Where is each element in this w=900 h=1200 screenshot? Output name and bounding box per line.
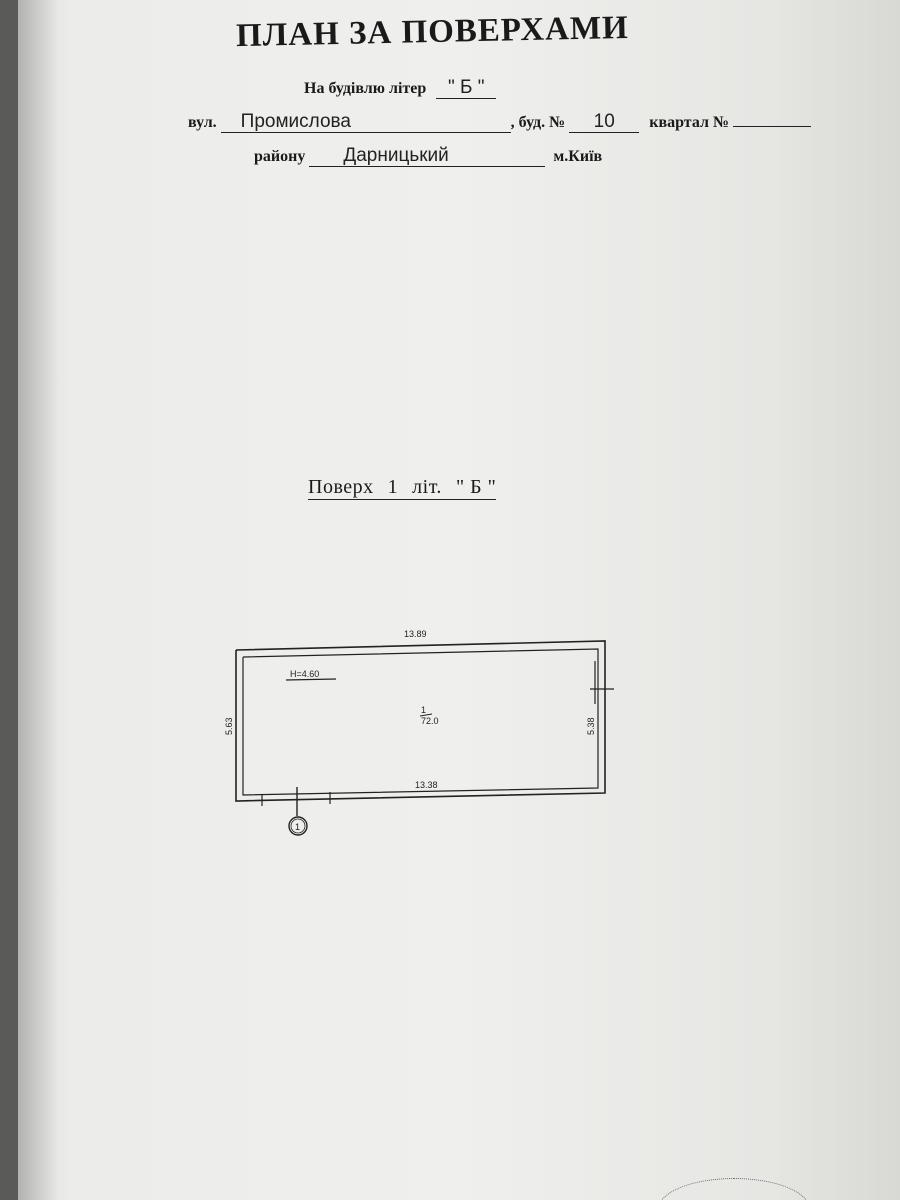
entrance-marker-circle <box>288 816 308 836</box>
right-width-label: 5.38 <box>586 717 596 735</box>
building-letter-field: " Б " <box>436 78 497 99</box>
floor-plan-drawing: 1 13.89 13.38 5.63 5.38 H=4.60 1 72.0 <box>224 629 614 836</box>
city-label: м.Київ <box>553 148 603 165</box>
ceiling-height-label: H=4.60 <box>290 669 319 679</box>
room-fraction-line <box>419 713 433 717</box>
floor-letter-label: літ. <box>412 476 442 498</box>
room-area-label: 72.0 <box>421 716 439 726</box>
floor-letter: " Б " <box>455 476 497 498</box>
bottom-length-label: 13.38 <box>415 780 438 790</box>
house-label: , буд. № <box>510 114 566 131</box>
left-width-label: 5.63 <box>224 717 234 735</box>
room-number-label: 1 <box>421 705 426 715</box>
quarter-label: квартал № <box>649 114 730 131</box>
inner-wall <box>242 648 599 796</box>
quarter-field <box>733 126 812 127</box>
outer-wall <box>235 640 606 802</box>
floor-heading: Поверх 1 літ. " Б " <box>308 476 497 500</box>
top-length-label: 13.89 <box>404 629 427 639</box>
house-number-field: 10 <box>569 112 640 133</box>
document-page: ПЛАН ЗА ПОВЕРХАМИ На будівлю літер " Б "… <box>18 0 900 1200</box>
floor-number: 1 <box>387 476 399 498</box>
building-label: На будівлю літер <box>304 80 427 97</box>
street-label: вул. <box>188 114 217 131</box>
entrance-marker-label: 1 <box>295 822 300 832</box>
ceiling-height-underline <box>285 678 337 681</box>
building-line: На будівлю літер " Б " <box>304 78 497 99</box>
entrance-marker-inner <box>290 818 306 834</box>
address-line: вул. Промислова, буд. № 10 квартал № <box>188 112 812 133</box>
street-field: Промислова <box>220 112 511 133</box>
district-line: району Дарницький м.Київ <box>254 146 602 167</box>
floor-label: Поверх <box>308 476 374 498</box>
district-field: Дарницький <box>309 146 546 167</box>
district-label: району <box>254 148 306 165</box>
